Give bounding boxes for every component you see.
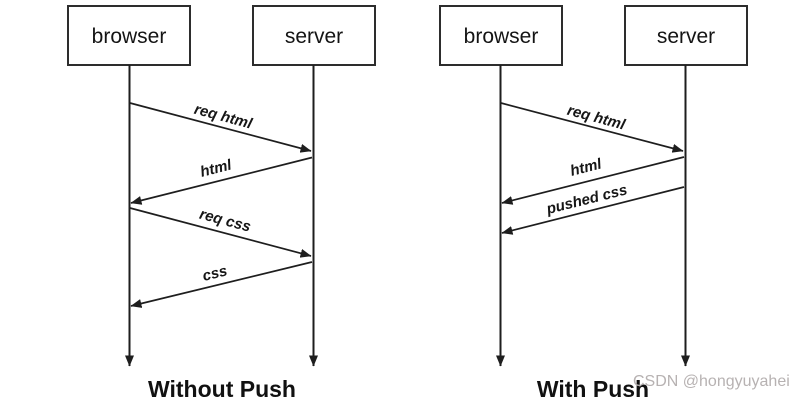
actor-box-server xyxy=(252,5,376,66)
watermark: CSDN @hongyuyahei xyxy=(633,373,790,390)
message-arrow-pushed-css xyxy=(501,186,685,235)
message-label-html: html xyxy=(568,155,604,179)
message-arrow-req-html xyxy=(500,102,684,153)
actor-label-server: server xyxy=(285,25,343,48)
message-arrow-req-html xyxy=(129,102,312,153)
actor-label-browser: browser xyxy=(92,25,167,48)
message-label-html: html xyxy=(198,156,234,180)
caption-with-push: With Push xyxy=(537,376,649,402)
message-arrow-req-css xyxy=(129,207,312,258)
diagram-without-push: browser server req html html req css css… xyxy=(67,5,376,402)
message-arrow-css xyxy=(130,261,313,308)
diagram-with-push: browser server req html html pushed css … xyxy=(439,5,748,402)
message-arrow-html xyxy=(501,156,685,205)
actor-box-browser xyxy=(67,5,191,66)
message-arrow-html xyxy=(130,156,313,205)
actor-label-browser: browser xyxy=(464,25,539,48)
caption-without-push: Without Push xyxy=(148,376,296,402)
message-label-css: css xyxy=(201,262,229,285)
message-label-req-css: req css xyxy=(198,206,253,236)
actor-label-server: server xyxy=(657,25,715,48)
message-label-pushed-css: pushed css xyxy=(544,181,629,218)
